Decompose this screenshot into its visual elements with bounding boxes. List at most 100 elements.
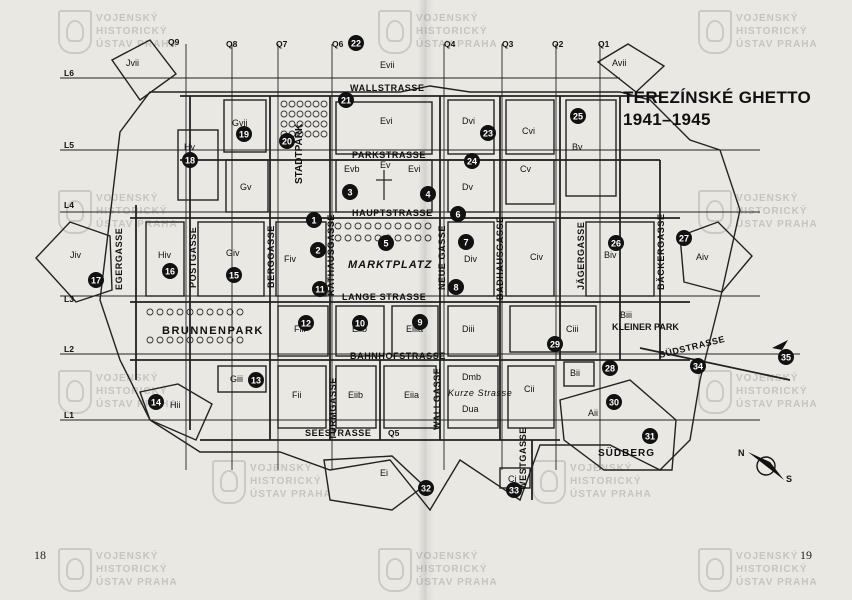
area-label: STADTPARK [294,123,305,184]
tree-icon [186,308,194,316]
tree-icon [296,100,304,108]
tree-icon [320,120,328,128]
watermark-line: VOJENSKÝ [96,13,159,24]
q-label: Q5 [388,428,400,438]
marker-circle [547,336,563,352]
marker-number: 25 [573,112,583,122]
tree-icon [196,308,204,316]
building-block [145,221,185,297]
l-label: L6 [64,68,74,78]
marker-circle [279,133,295,149]
marker-circle [506,482,522,498]
tree-icon [296,110,304,118]
marker-circle [464,153,480,169]
tree-icon [374,222,382,230]
marker-number: 1 [311,216,316,226]
tree-icon [216,308,224,316]
block-code: Eiiia [406,324,423,334]
marker-circle [342,184,358,200]
compass-rose-icon: N S [738,448,792,484]
block-code: Bv [572,142,583,152]
tree-icon [236,308,244,316]
marker-circle [602,360,618,376]
street-label: SEESTRASSE [305,428,372,438]
street-label: SÜDSTRASSE [658,334,726,360]
marker-number: 29 [550,340,560,350]
watermark-stamp: VOJENSKÝ HISTORICKÝ ÚSTAV PRAHA [58,6,178,58]
tree-icon [354,222,362,230]
marker-number: 16 [165,267,175,277]
block-code: Avii [612,58,626,68]
marker-number: 35 [781,353,791,363]
street-label: POSTGASSE [188,227,198,288]
marker-circle [236,126,252,142]
watermark-line: ÚSTAV PRAHA [736,219,818,230]
tree-icon [304,130,312,138]
watermark-stamp: VOJENSKÝ HISTORICKÝ ÚSTAV PRAHA [698,6,818,58]
l-label: L2 [64,344,74,354]
l-label: L5 [64,140,74,150]
marker-number: 32 [421,484,431,494]
block-code: Ev [380,160,391,170]
marker-circle [570,108,586,124]
building-block [197,221,265,297]
marker-number: 6 [455,210,460,220]
block-code: Biii [620,310,632,320]
marker-number: 8 [453,283,458,293]
tree-icon [176,308,184,316]
watermark-line: HISTORICKÝ [416,26,488,37]
tree-icon [424,222,432,230]
tree-icon [280,120,288,128]
tree-icon [296,130,304,138]
tree-icon [216,336,224,344]
street-label: RATHAUSGASSE [326,214,336,296]
marker-circle [412,314,428,330]
marker-number: 11 [315,285,325,295]
watermark-line: ÚSTAV PRAHA [736,399,818,410]
marker-circle [306,212,322,228]
bastion-jvii [110,39,177,101]
marker-number: 2 [315,246,320,256]
building-block [509,305,597,353]
block-code: Ciii [566,324,579,334]
building-block [275,221,327,297]
block-code: Aii [588,408,598,418]
marker-circle [608,235,624,251]
block-code: Cvi [522,126,535,136]
marker-number: 28 [605,364,615,374]
street-label: PARKSTRASSE [352,150,426,160]
watermark-line: ÚSTAV PRAHA [736,577,818,588]
building-block [505,221,555,297]
marker-circle [778,349,794,365]
block-code: Giv [226,248,240,258]
tree-icon [280,110,288,118]
building-block [383,365,437,429]
marker-number: 7 [463,238,468,248]
watermark-line: ÚSTAV PRAHA [96,39,178,50]
compass-s: S [786,474,792,484]
block-code: Evi [380,116,393,126]
watermark-line: ÚSTAV PRAHA [96,577,178,588]
marker-number: 24 [467,157,477,167]
tree-icon [384,222,392,230]
watermark-line: HISTORICKÝ [96,26,168,37]
marker-circle [352,315,368,331]
tree-icon [304,100,312,108]
marker-circle [690,358,706,374]
l-label: L4 [64,200,74,210]
marker-number: 15 [229,271,239,281]
street-label: BAHNHOFSTRASSE [350,351,446,361]
marker-circle [226,267,242,283]
watermark-line: ÚSTAV PRAHA [250,489,332,500]
tree-icon [334,222,342,230]
block-code: Ei [380,468,388,478]
watermark-line: ÚSTAV PRAHA [416,39,498,50]
marker-circle [298,315,314,331]
watermark-line: ÚSTAV PRAHA [736,39,818,50]
building-block [277,365,327,429]
block-code: Giii [230,374,243,384]
coat-of-arms-icon [698,10,732,54]
marker-number: 12 [301,319,311,329]
